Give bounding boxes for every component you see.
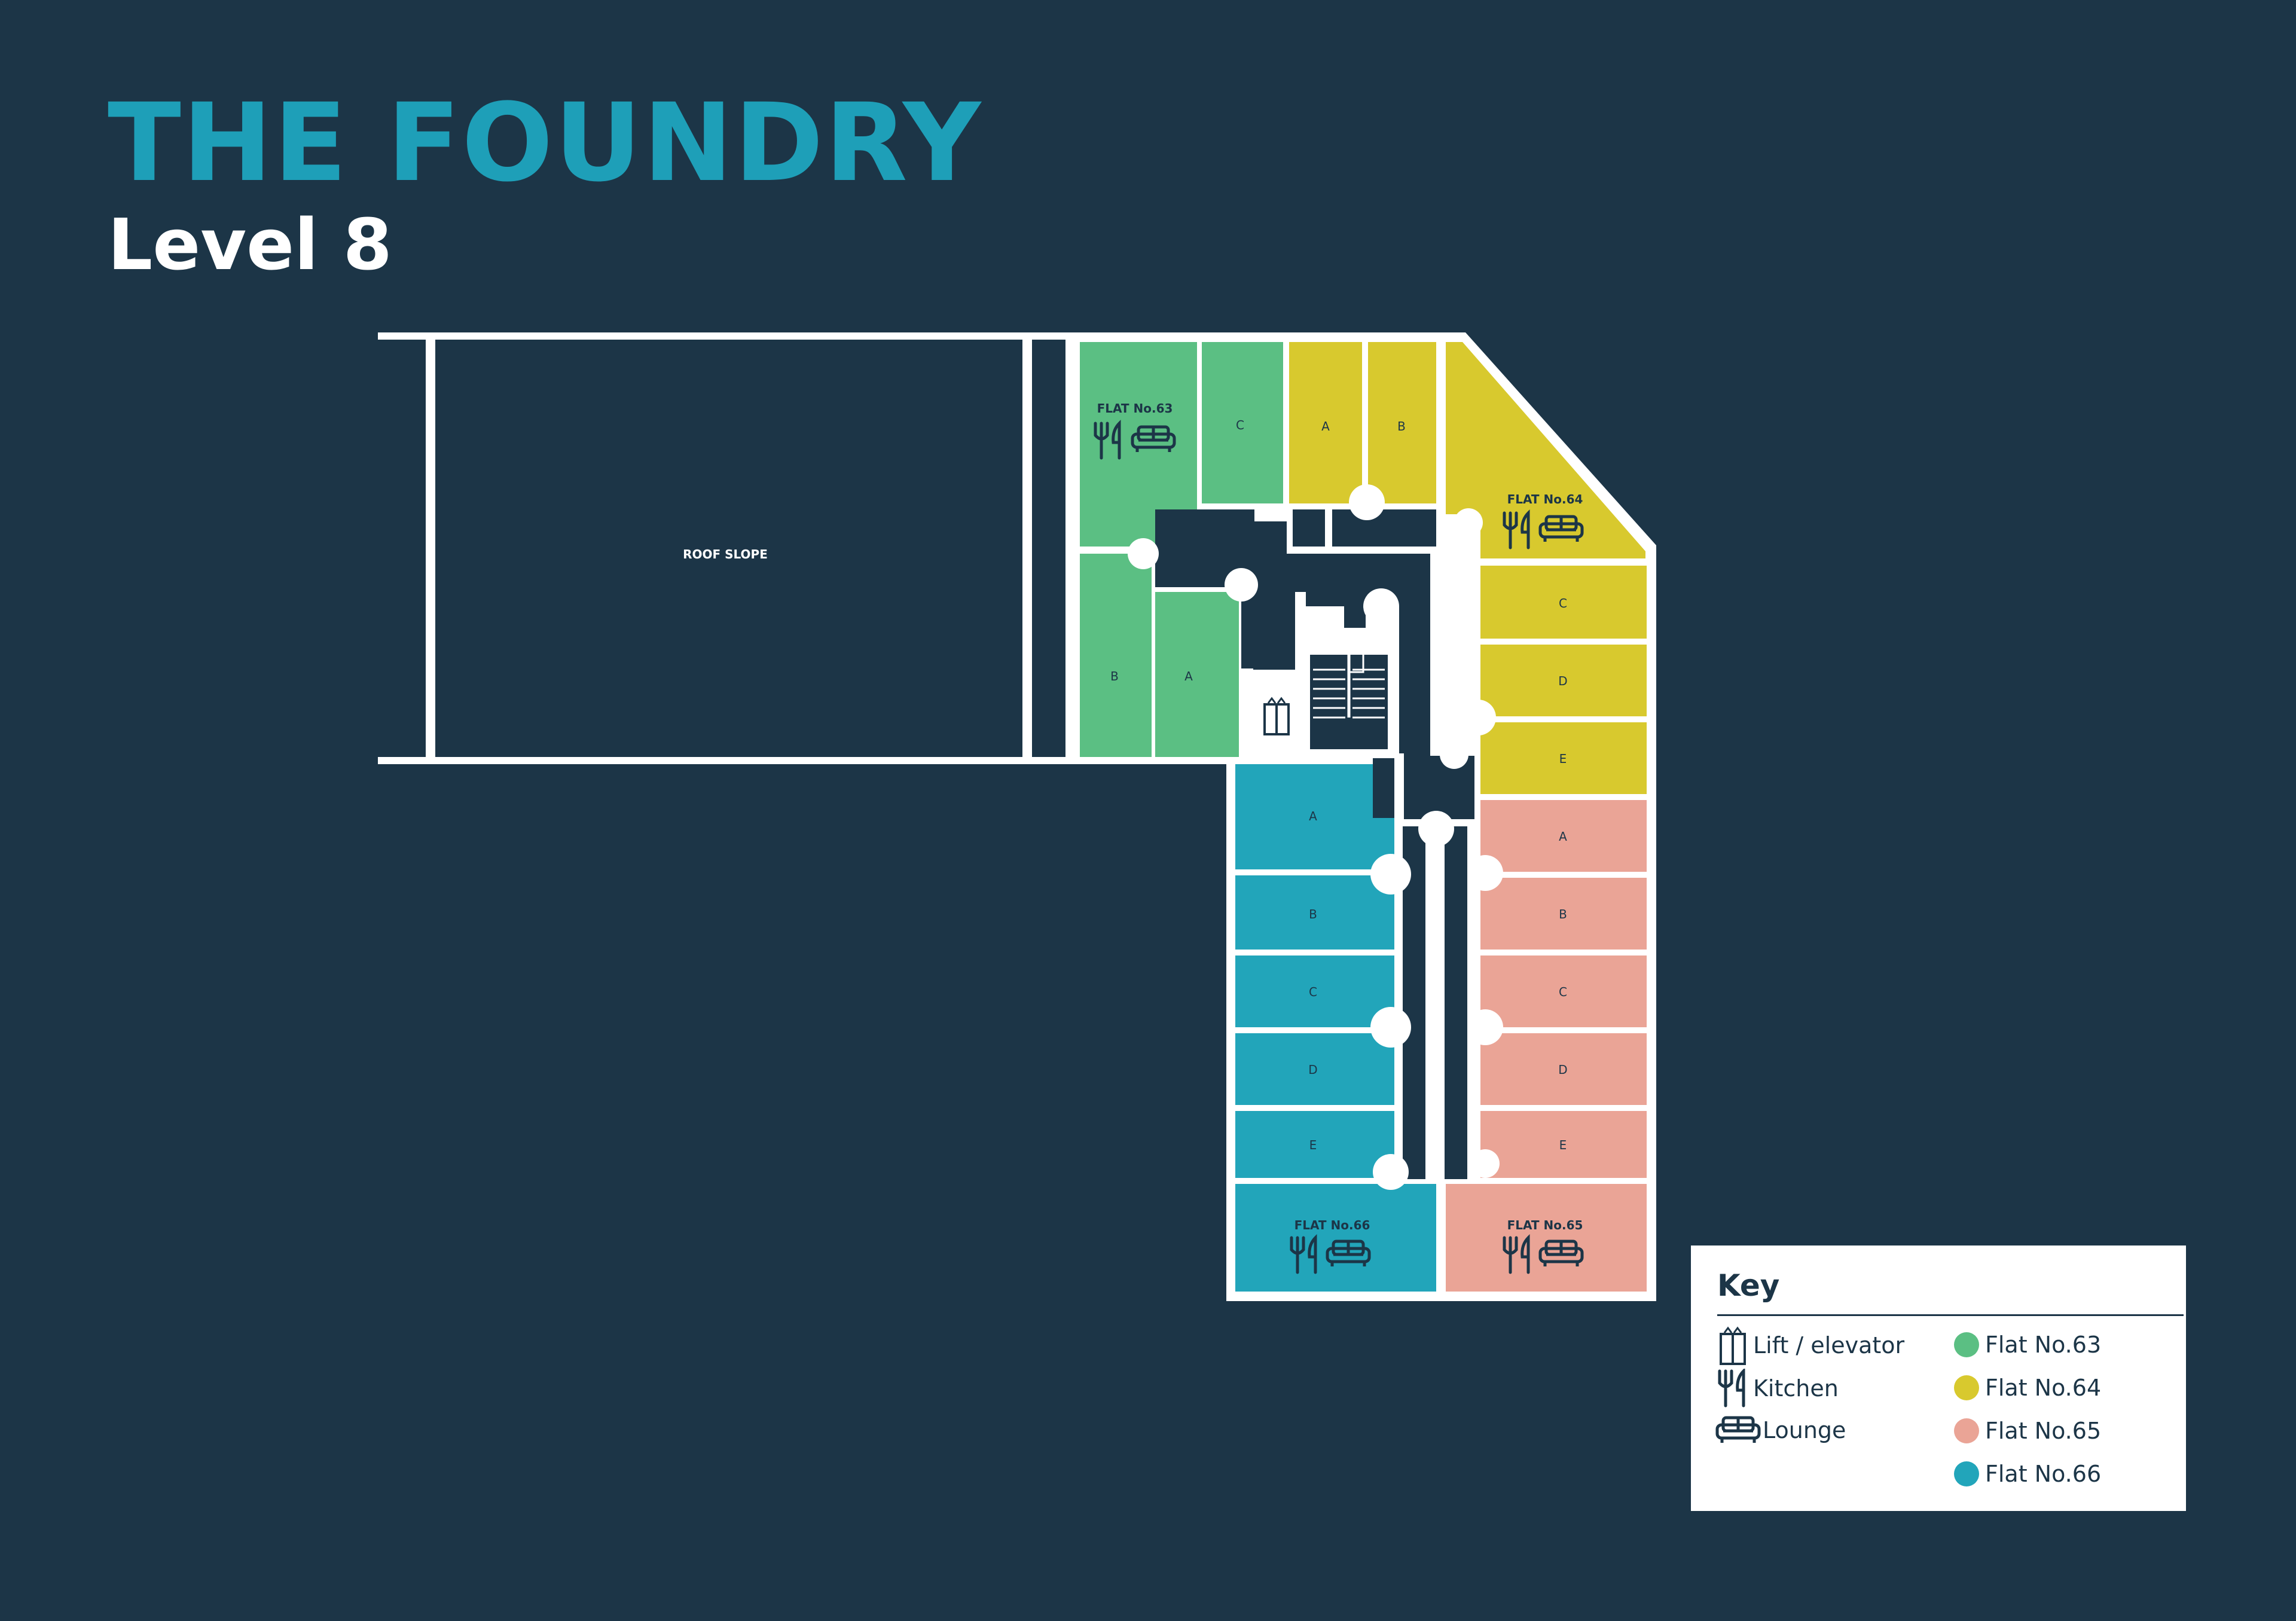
flat-63-room-c: C [1236, 418, 1244, 432]
flat-65: A B C D E FLAT No.65 [1446, 800, 1647, 1292]
flat-64-room-a: A [1321, 419, 1330, 434]
flat-65-room-e: E [1559, 1138, 1567, 1152]
staircase [1306, 648, 1391, 753]
flat-63-lounge-icon [1132, 427, 1174, 452]
legend-item-lounge: Lounge [1715, 1415, 1846, 1445]
flat-64: FLAT No.64 A B C D E [1289, 342, 1647, 794]
legend-item-label: Kitchen [1753, 1375, 1839, 1402]
legend-flat-label: Flat No.65 [1985, 1418, 2102, 1444]
lounge-icon [1715, 1415, 1761, 1445]
legend-flat-label: Flat No.64 [1985, 1375, 2102, 1401]
flat-65-swatch [1954, 1418, 1979, 1443]
legend-flat-66: Flat No.66 [1954, 1461, 2101, 1487]
flat-66-room-c: C [1309, 985, 1317, 999]
flat-66-room-d: D [1308, 1063, 1317, 1077]
kitchen-icon [1717, 1369, 1748, 1408]
flat-65-room-b: B [1559, 907, 1567, 921]
flat-66-room-b: B [1309, 907, 1317, 921]
flat-64-room-e: E [1559, 752, 1567, 766]
flat-66-room-e: E [1309, 1138, 1317, 1152]
legend-item-label: Lift / elevator [1753, 1332, 1905, 1359]
legend-flat-label: Flat No.63 [1985, 1332, 2102, 1358]
flat-64-label: FLAT No.64 [1507, 492, 1583, 506]
legend-flat-label: Flat No.66 [1985, 1461, 2102, 1487]
legend-item-label: Lounge [1763, 1417, 1846, 1443]
flat-66-label: FLAT No.66 [1294, 1218, 1370, 1232]
legend-item-lift: Lift / elevator [1717, 1326, 1904, 1365]
flat-63-swatch [1954, 1332, 1979, 1357]
flat-64-room-d: D [1558, 674, 1567, 688]
legend-divider [1717, 1314, 2184, 1316]
lift-icon [1720, 1327, 1746, 1365]
page-title: THE FOUNDRY [108, 81, 982, 206]
flat-66-swatch [1954, 1461, 1979, 1486]
legend-item-kitchen: Kitchen [1717, 1369, 1839, 1408]
flat-66: A B C D E FLAT No.66 [1235, 764, 1436, 1292]
central-core [1155, 509, 1474, 1179]
flat-66-lounge-icon [1327, 1241, 1369, 1266]
flat-66-room-a: A [1309, 809, 1317, 823]
flat-63-room-a: A [1184, 669, 1193, 683]
legend: Key Lift / elevator Kitchen Lounge Flat … [1691, 1245, 2186, 1511]
flat-64-lounge-icon [1540, 517, 1582, 542]
legend-flat-65: Flat No.65 [1954, 1418, 2101, 1444]
legend-title: Key [1717, 1268, 1780, 1303]
flat-64-room-b: B [1397, 419, 1406, 434]
flat-65-lounge-icon [1540, 1241, 1582, 1266]
flat-63-room-b: B [1110, 669, 1119, 683]
flat-65-label: FLAT No.65 [1507, 1218, 1583, 1232]
legend-flat-64: Flat No.64 [1954, 1375, 2101, 1401]
flat-65-room-c: C [1559, 985, 1567, 999]
level-subtitle: Level 8 [108, 203, 392, 286]
door-swings [1128, 484, 1503, 1190]
legend-flat-63: Flat No.63 [1954, 1332, 2101, 1358]
roof-slope-label: ROOF SLOPE [683, 547, 768, 561]
flat-64-room-c: C [1559, 596, 1567, 610]
flat-65-room-a: A [1559, 829, 1567, 844]
flat-65-room-d: D [1558, 1063, 1567, 1077]
flat-64-swatch [1954, 1375, 1979, 1400]
flat-63-label: FLAT No.63 [1097, 401, 1173, 416]
